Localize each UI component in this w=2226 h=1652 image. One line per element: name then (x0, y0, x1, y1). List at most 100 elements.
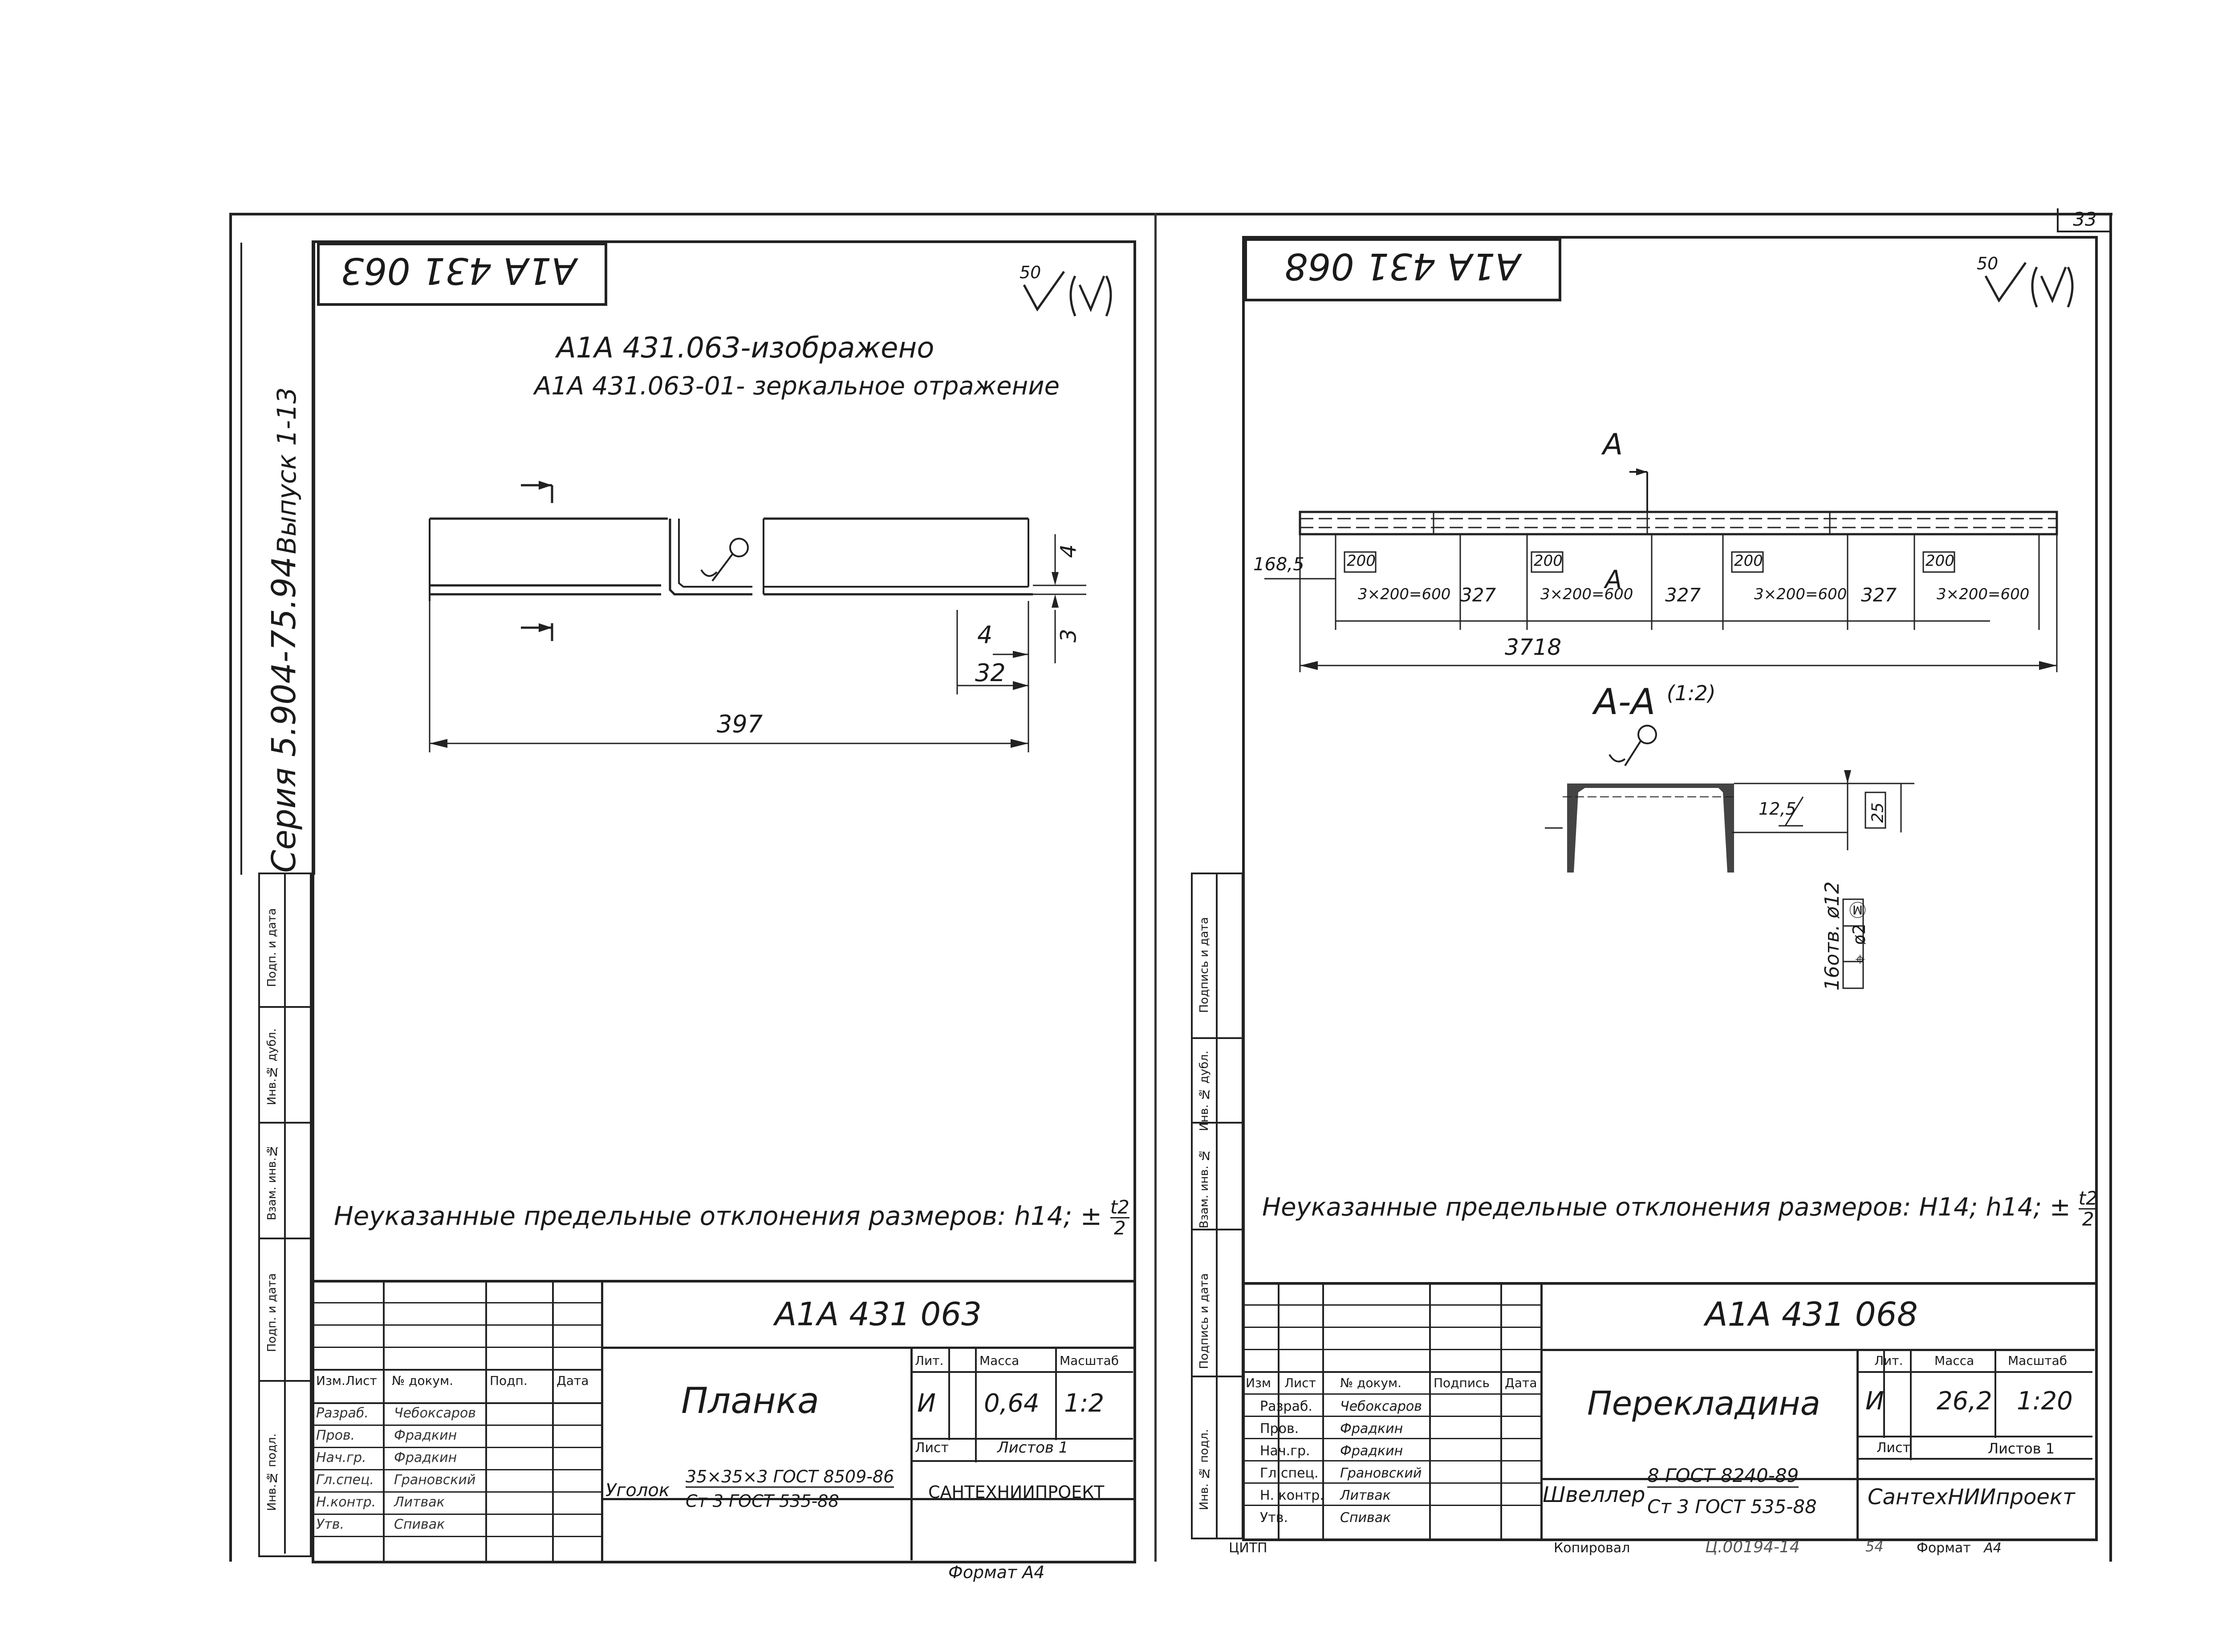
left-tb-org: САНТЕХНИИПРОЕКТ (928, 1482, 1105, 1502)
left-tb-material-bottom: Ст 3 ГОСТ 535-88 (686, 1491, 839, 1511)
right-tb-material-bottom: Ст 3 ГОСТ 535-88 (1647, 1496, 1817, 1518)
right-tb-lines (1242, 1282, 2097, 1540)
left-tb-sheets: Листов 1 (997, 1439, 1068, 1457)
right-tb-row-4: Гл.спец.Грановский (1260, 1465, 1422, 1481)
right-tolerance-fraction: t2 2 (2078, 1187, 2098, 1230)
left-tb-mass: 0,64 (984, 1389, 1040, 1418)
right-side-field-lines (1191, 873, 1244, 1540)
left-dim-4a: 4 (977, 621, 993, 649)
left-dim-397: 397 (717, 710, 763, 738)
right-tb-designation: А1А 431 068 (1705, 1295, 1918, 1334)
right-section-drawing (1545, 725, 1914, 989)
corner-number: 33 (2057, 208, 2111, 232)
right-section-title-text: А-А (1594, 681, 1656, 722)
right-tb-people: Разраб.Чебоксаров Пров.Фрадкин Нач.гр.Фр… (1247, 1396, 1523, 1529)
left-tb-people: Разраб.Чебоксаров Пров.Фрадкин Нач.гр.Фр… (316, 1402, 583, 1536)
outer-right-line (2109, 213, 2112, 1562)
left-tb-name: Планка (681, 1380, 819, 1421)
right-side-field-5: Инв. № подл. (1198, 1429, 1211, 1510)
left-tb-row-4: Гл.спец.Грановский (316, 1472, 476, 1488)
right-tb-material-top: 8 ГОСТ 8240-89 (1647, 1465, 1799, 1488)
right-tolerance-note: Неуказанные предельные отклонения размер… (1262, 1189, 2098, 1229)
right-position-tol: ⌖ ø2 Ⓜ (1849, 901, 1869, 967)
left-series-box (240, 243, 315, 875)
right-footer-num: 54 (1865, 1538, 1884, 1555)
right-footer-format: Формат А4 (1917, 1540, 2002, 1556)
right-dim-group-2: 3×200=600 (1540, 585, 1633, 603)
right-tb-lit: И (1865, 1387, 1884, 1416)
left-dim-32: 32 (975, 659, 1006, 687)
left-roughness-icon (1023, 271, 1112, 317)
right-section-mark-bottom: А (1605, 565, 1622, 594)
right-tb-sheet: Лист (1877, 1440, 1911, 1456)
right-tb-col-3: № докум. (1340, 1376, 1402, 1390)
right-tb-row-6: Утв.Спивак (1260, 1510, 1391, 1526)
left-designation-box (317, 243, 607, 306)
right-section-mark-top: А (1603, 427, 1623, 462)
outer-left-line (229, 213, 232, 1562)
left-tb-row-2: Пров.Фрадкин (316, 1428, 457, 1443)
right-footer-stamp: Ц.00194-14 (1705, 1538, 1800, 1556)
right-side-field-4: Подпись и дата (1198, 1273, 1211, 1369)
right-tb-head-scale: Масштаб (2008, 1353, 2068, 1368)
left-tb-head-mass: Масса (979, 1353, 1020, 1368)
left-tb-sheet: Лист (915, 1440, 949, 1456)
left-tb-col-1: Изм.Лист (316, 1373, 377, 1388)
left-tb-head-lit: Лит. (915, 1353, 944, 1368)
right-dim-group-1: 3×200=600 (1358, 585, 1451, 603)
right-dim-group-3: 3×200=600 (1754, 585, 1847, 603)
right-tb-col-2: Лист (1284, 1376, 1316, 1390)
right-tb-row-2: Пров.Фрадкин (1260, 1421, 1403, 1437)
right-section-scale: (1:2) (1666, 681, 1716, 705)
left-tb-designation: А1А 431 063 (775, 1295, 982, 1333)
right-dim-gap-1: 327 (1460, 584, 1496, 606)
right-title-block (1242, 1282, 2098, 1541)
left-tb-col-3: Подп. (490, 1373, 528, 1388)
left-tb-head-scale: Масштаб (1060, 1353, 1119, 1368)
left-tb-row-5: Н.контр.Литвак (316, 1494, 445, 1510)
right-tol-num: t2 (2078, 1187, 2098, 1210)
left-tolerance-note: Неуказанные предельные отклонения размер… (334, 1197, 1129, 1238)
right-dim-gap-3: 327 (1861, 584, 1897, 606)
right-tb-col-4: Подпись (1434, 1376, 1490, 1390)
left-tb-material-top: 35×35×3 ГОСТ 8509-86 (686, 1467, 894, 1488)
right-side-field-3: Взам. инв. № (1198, 1149, 1211, 1229)
right-tb-head-mass: Масса (1934, 1353, 1974, 1368)
right-dim-left: 168,5 (1253, 554, 1304, 575)
left-sheet: А1А 431 063 50 А1А 431.063-изображено А1… (240, 240, 1136, 1582)
right-tb-row-1: Разраб.Чебоксаров (1260, 1399, 1422, 1414)
right-tb-name: Перекладина (1587, 1384, 1820, 1423)
right-tol-den: 2 (2082, 1208, 2094, 1230)
right-tolerance-text: Неуказанные предельные отклонения размер… (1262, 1193, 2071, 1222)
right-designation-top: А1А 431 068 (1284, 245, 1520, 287)
right-dim-box-3: 200 (1734, 552, 1763, 570)
right-tb-mass: 26,2 (1937, 1387, 1992, 1416)
left-tolerance-text: Неуказанные предельные отклонения размер… (334, 1201, 1102, 1231)
right-dim-box-1: 200 (1347, 552, 1376, 570)
left-tb-col-4: Дата (556, 1373, 589, 1388)
left-tb-lines (312, 1280, 1135, 1563)
left-tol-den: 2 (1113, 1217, 1126, 1239)
right-section-dim-h: 25 (1869, 802, 1887, 823)
right-dim-gap-2: 327 (1665, 584, 1701, 606)
right-tb-col-1: Изм (1246, 1376, 1271, 1390)
right-tb-row-3: Нач.гр.Фрадкин (1260, 1443, 1403, 1459)
right-roughness-icon (1984, 262, 2074, 308)
left-tolerance-fraction: t2 2 (1110, 1197, 1129, 1238)
right-tb-col-5: Дата (1505, 1376, 1537, 1390)
right-tb-head-lit: Лит. (1874, 1353, 1903, 1368)
outer-top-line (229, 213, 2112, 215)
left-tb-row-1: Разраб.Чебоксаров (316, 1405, 476, 1421)
right-side-field-1: Подпись и дата (1198, 917, 1211, 1013)
left-tb-row-3: Нач.гр.Фрадкин (316, 1450, 457, 1465)
left-note-line1: А1А 431.063-изображено (556, 332, 934, 365)
right-tb-row-5: Н. контр.Литвак (1260, 1488, 1391, 1503)
left-format-label: Формат А4 (948, 1563, 1045, 1582)
sheet-divider (1154, 213, 1157, 1562)
right-footer-format-label: Формат (1917, 1540, 1971, 1556)
right-beam-drawing (1264, 468, 2058, 672)
right-tb-sheets: Листов 1 (1988, 1440, 2055, 1457)
left-note-line2: А1А 431.063-01- зеркальное отражение (534, 372, 1060, 401)
left-tol-num: t2 (1110, 1196, 1129, 1218)
